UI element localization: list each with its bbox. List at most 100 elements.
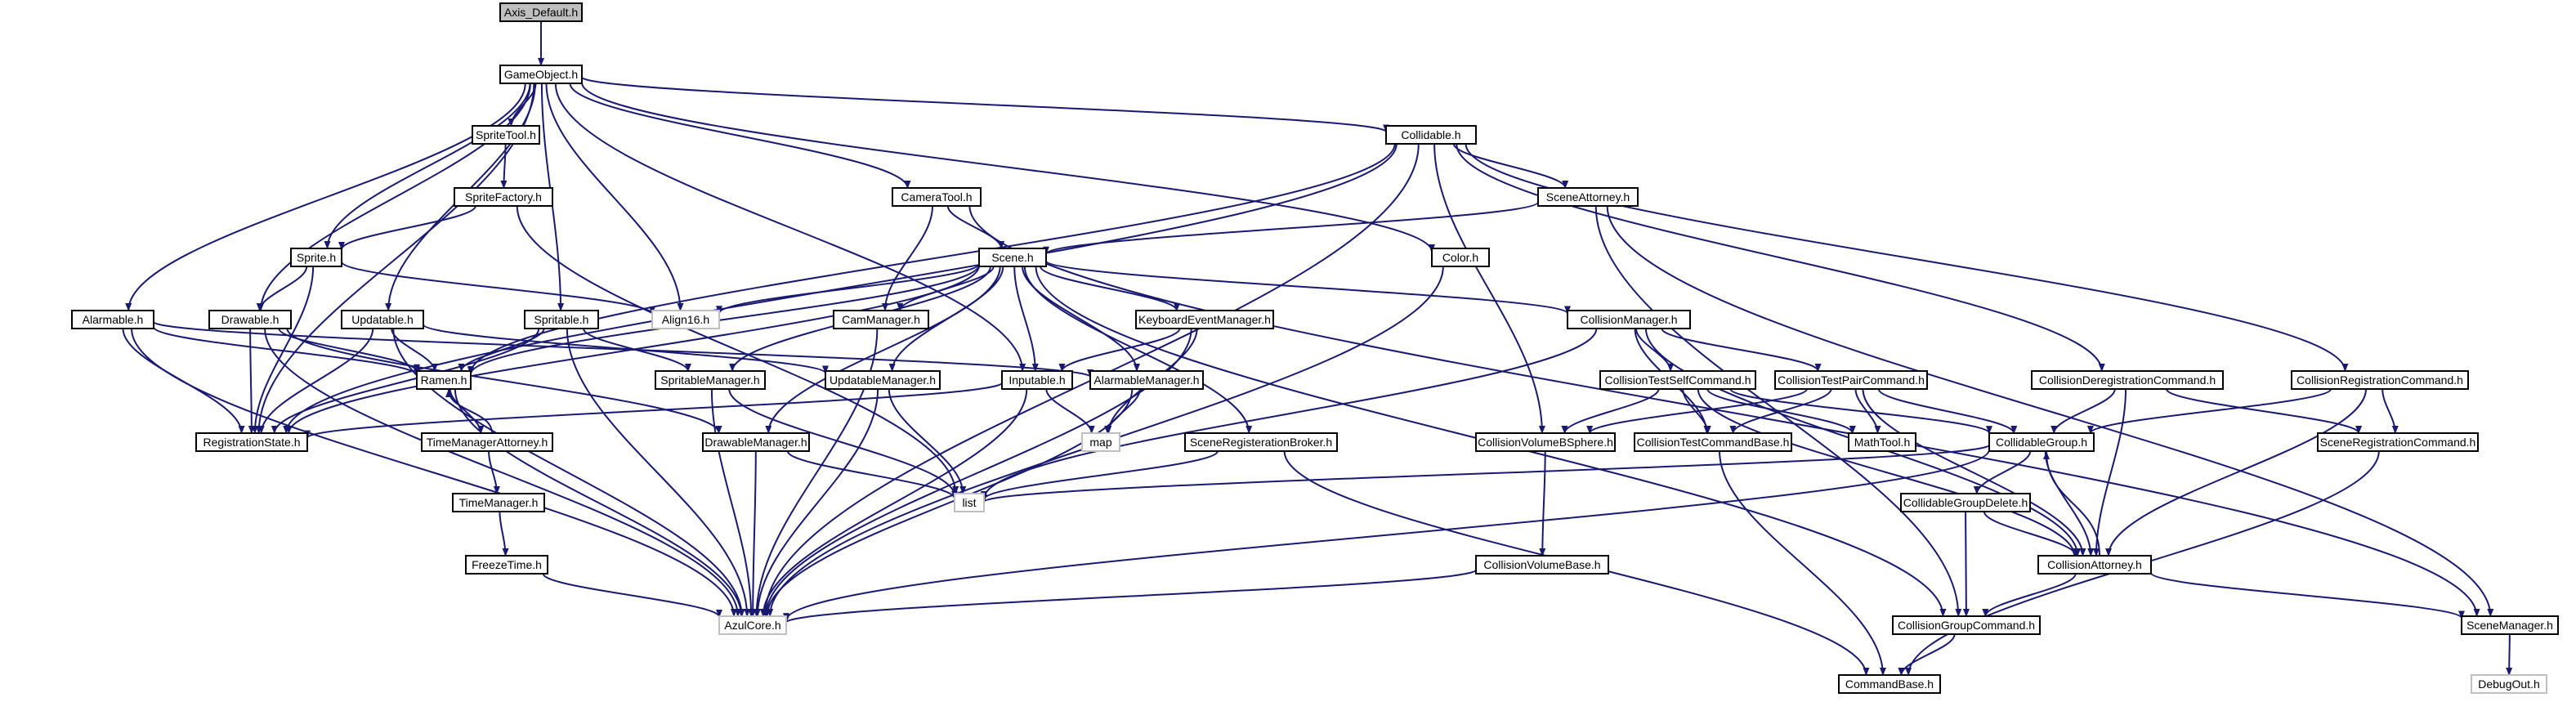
node-label: CollisionAttorney.h — [2047, 558, 2142, 571]
edge-collisiontestpair-to-collisionattorney — [1862, 388, 2086, 557]
node-label: SpritableManager.h — [660, 373, 759, 387]
node-box — [1599, 370, 1756, 390]
node-color[interactable]: Color.h — [1431, 248, 1490, 267]
node-box — [1001, 370, 1073, 390]
node-mathtool[interactable]: MathTool.h — [1848, 432, 1916, 452]
node-cameratool[interactable]: CameraTool.h — [892, 187, 982, 207]
node-timemanagerattorney[interactable]: TimeManagerAttorney.h — [421, 432, 553, 452]
node-collidablegroupdelete[interactable]: CollidableGroupDelete.h — [1900, 493, 2031, 512]
edge-gameobject-to-sprite — [324, 83, 531, 249]
node-collisiontestpair[interactable]: CollisionTestPairCommand.h — [1774, 370, 1928, 390]
node-label: TimeManager.h — [459, 496, 539, 509]
edge-collisionvolumebase-to-azulcore — [783, 569, 1477, 624]
node-box — [833, 310, 929, 329]
node-label: Updatable.h — [351, 313, 414, 326]
node-scene[interactable]: Scene.h — [978, 248, 1047, 267]
node-box — [1900, 493, 2031, 512]
edge-updatablemanager-to-azulcore — [754, 388, 879, 617]
node-box — [892, 187, 982, 207]
node-timemanager[interactable]: TimeManager.h — [452, 493, 545, 512]
node-collisionmanager[interactable]: CollisionManager.h — [1567, 310, 1691, 329]
node-collisionregistration[interactable]: CollisionRegistrationCommand.h — [2291, 370, 2469, 390]
node-box — [1567, 310, 1691, 329]
node-label: SpriteTool.h — [476, 128, 536, 141]
edge-collisionderegistration-to-sceneregistrationcommand — [2165, 388, 2362, 434]
node-list: list — [954, 493, 985, 512]
node-box — [2461, 615, 2559, 635]
edge-sceneattorney-to-scene — [1043, 201, 1539, 255]
node-collisiongroupcommand[interactable]: CollisionGroupCommand.h — [1892, 615, 2041, 635]
node-spritable[interactable]: Spritable.h — [524, 310, 599, 329]
node-updatable[interactable]: Updatable.h — [341, 310, 424, 329]
node-freezetime[interactable]: FreezeTime.h — [465, 555, 548, 575]
node-registrationstate[interactable]: RegistrationState.h — [195, 432, 308, 452]
edge-alarmable-to-azulcore — [131, 328, 737, 617]
edge-scene-to-inputable — [1013, 266, 1039, 372]
node-box — [825, 370, 941, 390]
edge-spritable-to-azulcore — [566, 328, 751, 617]
node-label: CollisionTestCommandBase.h — [1637, 436, 1790, 449]
node-box — [1838, 674, 1941, 694]
node-label: GameObject.h — [504, 68, 578, 81]
node-label: CameraTool.h — [901, 190, 972, 203]
edge-keyboardevent-to-inputable — [1058, 328, 1181, 372]
node-collidable[interactable]: Collidable.h — [1385, 125, 1477, 145]
node-box — [1848, 432, 1916, 452]
node-box — [2037, 555, 2152, 575]
node-label: CollisionRegistrationCommand.h — [2296, 373, 2463, 387]
node-box — [1988, 432, 2095, 452]
node-label: CollidableGroupDelete.h — [1903, 496, 2028, 509]
node-sprite[interactable]: Sprite.h — [290, 248, 342, 267]
node-inputable[interactable]: Inputable.h — [1001, 370, 1073, 390]
node-box — [702, 432, 810, 452]
node-sceneregistrationcommand[interactable]: SceneRegistrationCommand.h — [2317, 432, 2479, 452]
node-box — [499, 2, 583, 22]
node-alarmable[interactable]: Alarmable.h — [71, 310, 154, 329]
node-keyboardevent[interactable]: KeyboardEventManager.h — [1135, 310, 1274, 329]
node-label: Collidable.h — [1401, 128, 1460, 141]
edge-updatable-to-updatablemanager — [423, 324, 829, 374]
node-box — [524, 310, 599, 329]
node-spritetool[interactable]: SpriteTool.h — [472, 125, 540, 145]
node-collisionderegistration[interactable]: CollisionDeregistrationCommand.h — [2031, 370, 2224, 390]
node-sceneregbroker[interactable]: SceneRegisterationBroker.h — [1184, 432, 1338, 452]
edge-timemanagerattorney-to-ramen — [445, 389, 493, 434]
edge-gameobject-to-collidable — [581, 76, 1389, 133]
node-label: SpriteFactory.h — [465, 190, 542, 203]
node-debugout: DebugOut.h — [2471, 674, 2547, 694]
edge-scene-to-sceneregbroker — [1023, 266, 1253, 434]
node-collisiontestself[interactable]: CollisionTestSelfCommand.h — [1599, 370, 1756, 390]
edge-cameratool-to-scene — [946, 205, 1005, 249]
node-collidablegroup[interactable]: CollidableGroup.h — [1988, 432, 2095, 452]
edge-collidable-to-collisionregistration — [1465, 143, 2349, 372]
edge-collisiontestself-to-collisionvolumebsphere — [1561, 388, 1660, 434]
node-scenemanager[interactable]: SceneManager.h — [2461, 615, 2559, 635]
node-collisiontestcommandbase[interactable]: CollisionTestCommandBase.h — [1634, 432, 1792, 452]
node-label: SceneRegistrationCommand.h — [2320, 436, 2476, 449]
node-box — [1892, 615, 2041, 635]
node-box — [499, 65, 583, 84]
edge-sceneattorney-to-scenemanager — [1606, 205, 2494, 617]
node-gameobject[interactable]: GameObject.h — [499, 65, 583, 84]
edge-drawablemanager-to-azulcore — [749, 450, 757, 617]
node-label: DrawableManager.h — [704, 436, 807, 449]
node-spritablemanager[interactable]: SpritableManager.h — [655, 370, 766, 390]
node-collisionattorney[interactable]: CollisionAttorney.h — [2037, 555, 2152, 575]
node-drawable[interactable]: Drawable.h — [208, 310, 292, 329]
node-sceneattorney[interactable]: SceneAttorney.h — [1537, 187, 1639, 207]
node-collisionvolumebase[interactable]: CollisionVolumeBase.h — [1475, 555, 1609, 575]
edge-collisiontestself-to-collisionattorney — [1697, 388, 2078, 557]
node-cammanager[interactable]: CamManager.h — [833, 310, 929, 329]
edge-inputable-to-azulcore — [759, 388, 1028, 617]
node-commandbase[interactable]: CommandBase.h — [1838, 674, 1941, 694]
node-spritefactory[interactable]: SpriteFactory.h — [454, 187, 553, 207]
node-axis_default[interactable]: Axis_Default.h — [499, 2, 583, 22]
edge-collisionderegistration-to-collidablegroup — [2051, 388, 2116, 434]
node-box — [1184, 432, 1338, 452]
node-updatablemanager[interactable]: UpdatableManager.h — [825, 370, 941, 390]
node-collisionvolumebsphere[interactable]: CollisionVolumeBSphere.h — [1475, 432, 1616, 452]
node-ramen[interactable]: Ramen.h — [416, 370, 472, 390]
node-drawablemanager[interactable]: DrawableManager.h — [702, 432, 810, 452]
node-alarmablemanager[interactable]: AlarmableManager.h — [1089, 370, 1204, 390]
